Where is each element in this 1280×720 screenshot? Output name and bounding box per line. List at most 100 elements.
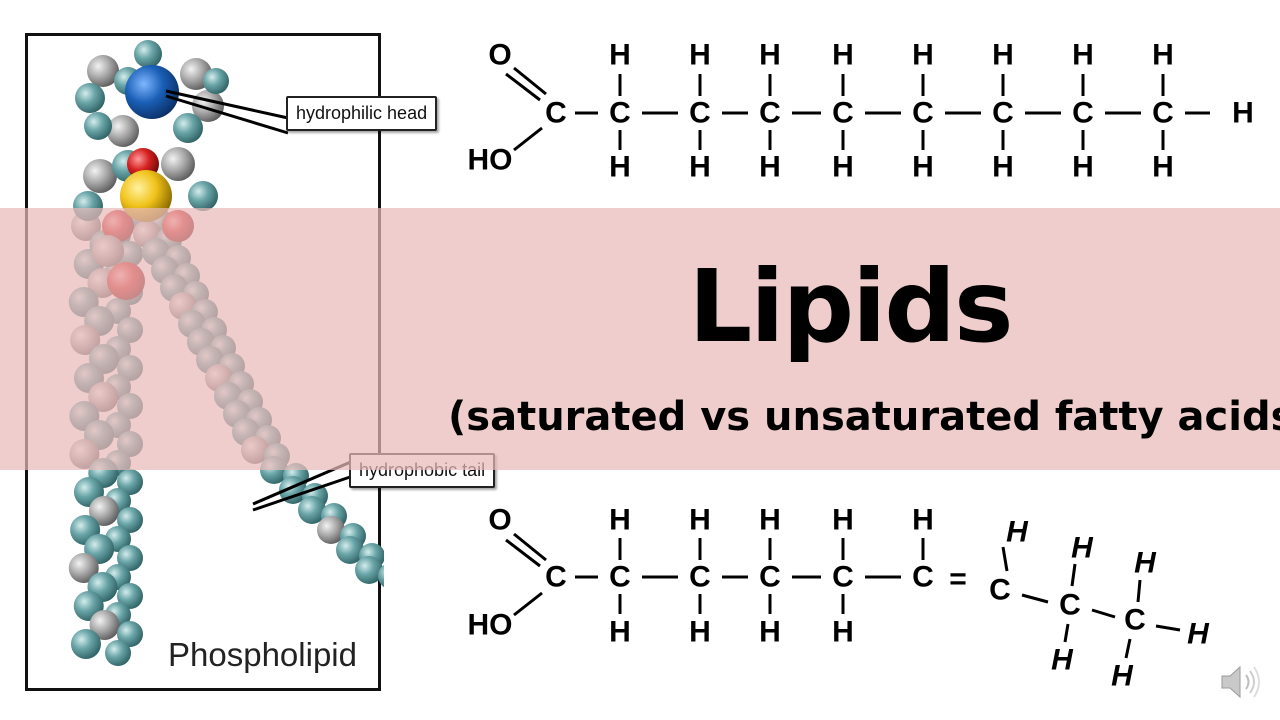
atom-sphere (88, 496, 119, 526)
atom-sphere (298, 496, 326, 524)
chain-carbon: C (832, 561, 854, 594)
atom-sphere (125, 65, 179, 119)
double-bond: = (949, 563, 967, 596)
atom-sphere (87, 55, 119, 87)
carboxyl-carbon: C (545, 97, 567, 130)
atom-sphere (188, 181, 218, 211)
hydrogen-atom: H (689, 616, 711, 649)
hydrogen-atom: H (1051, 644, 1074, 677)
hydrogen-atom: H (992, 151, 1014, 184)
chain-carbon: C (992, 97, 1014, 130)
hydrogen-atom: H (1072, 39, 1094, 72)
atom-sphere (317, 516, 345, 544)
chain-carbon: C (1152, 97, 1174, 130)
hydrogen-atom: H (759, 616, 781, 649)
bond-line (505, 538, 541, 568)
hydrogen-atom: H (912, 39, 934, 72)
hydrogen-atom: H (1071, 532, 1094, 565)
head-callout-line (165, 89, 289, 120)
hydrogen-atom: H (689, 39, 711, 72)
hydrogen-atom: H (1187, 618, 1210, 651)
bond-line (1155, 624, 1181, 632)
bond-line (513, 66, 547, 96)
atom-sphere (117, 621, 143, 647)
atom-sphere (336, 536, 364, 564)
hydrogen-atom: H (912, 504, 934, 537)
hydrogen-atom: H (1006, 516, 1029, 549)
hydrogen-atom: H (609, 504, 631, 537)
slide-subtitle: (saturated vs unsaturated fatty acids) (448, 394, 1280, 440)
bond-line (513, 532, 547, 562)
hydrogen-atom: H (1134, 547, 1157, 580)
atom-sphere (117, 469, 143, 495)
atom-sphere (105, 640, 131, 666)
hydrogen-atom: H (1152, 151, 1174, 184)
atom-sphere (117, 583, 143, 609)
chain-carbon: C (832, 97, 854, 130)
chain-carbon: C (609, 561, 631, 594)
slide-title: Lipids (688, 248, 1014, 365)
atom-sphere (173, 113, 203, 143)
title-band (0, 208, 1280, 470)
bond-line (1124, 638, 1132, 659)
chain-carbon: C (912, 561, 934, 594)
tail-callout-line (252, 474, 354, 512)
atom-sphere (70, 629, 101, 659)
hydrogen-atom: H (609, 151, 631, 184)
terminal-hydrogen: H (1232, 97, 1254, 130)
atom-sphere (68, 553, 99, 583)
atom-sphere (84, 112, 112, 140)
atom-sphere (107, 115, 139, 147)
atom-sphere (117, 507, 143, 533)
hydrogen-atom: H (759, 504, 781, 537)
chain-carbon: C (912, 97, 934, 130)
hydrophilic-head-label: hydrophilic head (286, 96, 438, 131)
bond-line (1091, 608, 1116, 619)
hydrogen-atom: H (759, 39, 781, 72)
atom-sphere (134, 40, 162, 68)
carbonyl-oxygen: O (488, 39, 511, 72)
hydrogen-atom: H (832, 39, 854, 72)
atom-sphere (203, 68, 229, 94)
hydrogen-atom: H (832, 504, 854, 537)
bond-line (1063, 623, 1070, 643)
chain-carbon: C (609, 97, 631, 130)
hydrogen-atom: H (912, 151, 934, 184)
bond-line (513, 126, 543, 152)
chain-carbon: C (759, 561, 781, 594)
atom-sphere (75, 83, 105, 113)
hydroxyl-group: HO (468, 609, 513, 642)
head-callout-line (165, 94, 289, 135)
carboxyl-carbon: C (545, 561, 567, 594)
bond-line (513, 591, 543, 617)
chain-carbon: C (1072, 97, 1094, 130)
hydrogen-atom: H (1152, 39, 1174, 72)
hydrogen-atom: H (832, 151, 854, 184)
chain-carbon: C (1059, 589, 1081, 622)
chain-carbon: C (689, 97, 711, 130)
chain-carbon: C (989, 574, 1011, 607)
hydrogen-atom: H (759, 151, 781, 184)
atom-sphere (161, 147, 195, 181)
phospholipid-caption: Phospholipid (168, 636, 357, 673)
bond-line (505, 72, 541, 102)
atom-sphere (83, 159, 117, 193)
atom-sphere (355, 556, 383, 584)
hydrogen-atom: H (1072, 151, 1094, 184)
bond-line (1001, 546, 1009, 572)
hydrogen-atom: H (1111, 660, 1134, 693)
chain-carbon: C (689, 561, 711, 594)
bond-line (1070, 563, 1077, 587)
atom-sphere (378, 565, 384, 587)
bond-line (1136, 579, 1142, 603)
speaker-icon[interactable] (1218, 662, 1266, 702)
chain-carbon: C (759, 97, 781, 130)
hydrogen-atom: H (689, 151, 711, 184)
hydrogen-atom: H (832, 616, 854, 649)
bond-line (1021, 593, 1049, 604)
chain-carbon: C (1124, 604, 1146, 637)
hydrogen-atom: H (992, 39, 1014, 72)
hydroxyl-group: HO (468, 144, 513, 177)
atom-sphere (117, 545, 143, 571)
carbonyl-oxygen: O (488, 504, 511, 537)
